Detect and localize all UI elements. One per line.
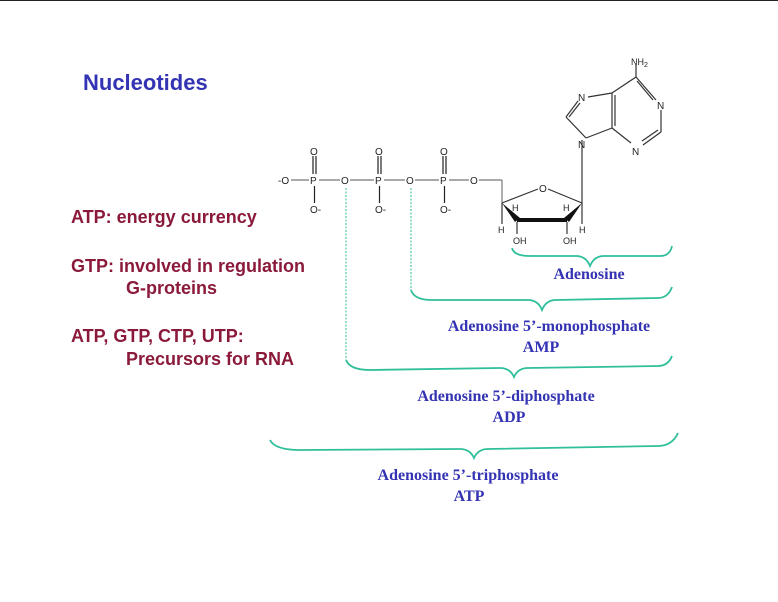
bullet-precursors: ATP, GTP, CTP, UTP: <box>71 326 244 346</box>
phosphate-1-p: P <box>310 176 317 187</box>
phosphate-2-bridge-o: O <box>406 176 414 187</box>
nh2-subscript: 2 <box>644 62 648 69</box>
slide-title: Nucleotides <box>83 70 208 95</box>
ribose-oh-2: OH <box>563 236 577 246</box>
adenine-n9: N <box>578 140 585 151</box>
ribose-h-2: H <box>563 203 570 213</box>
phosphate-1-bridge-o: O <box>341 176 349 187</box>
amp-brace <box>410 286 673 313</box>
ribose-wedge-right <box>564 203 582 222</box>
ribose-h-1: H <box>512 203 519 213</box>
bullet-gtp-sub: G-proteins <box>126 278 218 298</box>
bullet-gtp: GTP: involved in regulation <box>71 256 306 276</box>
adenosine-label: Adenosine <box>553 266 625 283</box>
phosphate-3-top-o: O <box>440 147 448 158</box>
bullet-atp: ATP: energy currency <box>71 207 257 227</box>
top-border <box>0 0 778 1</box>
atp-label-full: Adenosine 5’-triphosphate <box>377 467 559 484</box>
phosphate-1-left-o: -O <box>278 176 289 187</box>
adp-label-abbr: ADP <box>492 409 526 426</box>
bullet-precursors-sub: Precursors for RNA <box>126 349 295 369</box>
adp-label-full: Adenosine 5’-diphosphate <box>417 388 595 405</box>
phosphate-chain <box>291 179 503 203</box>
ribose-h-4: H <box>579 225 586 235</box>
adenosine-brace <box>511 245 673 269</box>
adp-brace <box>345 355 673 380</box>
phosphate-3-p: P <box>440 176 447 187</box>
atp-brace <box>269 432 679 461</box>
amp-label-abbr: AMP <box>522 339 560 356</box>
adenine-n7: N <box>578 93 585 104</box>
ribose-ring-o: O <box>539 184 547 195</box>
phosphate-1-top-o: O <box>310 147 318 158</box>
ribose-h-3: H <box>498 225 505 235</box>
ribose-oh-1: OH <box>513 236 527 246</box>
phosphate-3-bottom-o: O- <box>440 205 451 216</box>
amp-label-full: Adenosine 5’-monophosphate <box>447 318 651 335</box>
adenine-n1: N <box>657 101 664 112</box>
ribose-ring <box>501 140 583 234</box>
phosphate-2-top-o: O <box>375 147 383 158</box>
adenine-nh2: NH2 <box>631 57 648 69</box>
adenine-base <box>565 64 662 146</box>
ribose-wedge-left <box>502 203 520 222</box>
adenine-n3: N <box>632 147 639 158</box>
phosphate-3-bridge-o: O <box>470 176 478 187</box>
phosphate-2-bottom-o: O- <box>375 205 386 216</box>
atp-label-abbr: ATP <box>453 488 485 505</box>
phosphate-2-p: P <box>375 176 382 187</box>
phosphate-1-bottom-o: O- <box>310 205 321 216</box>
